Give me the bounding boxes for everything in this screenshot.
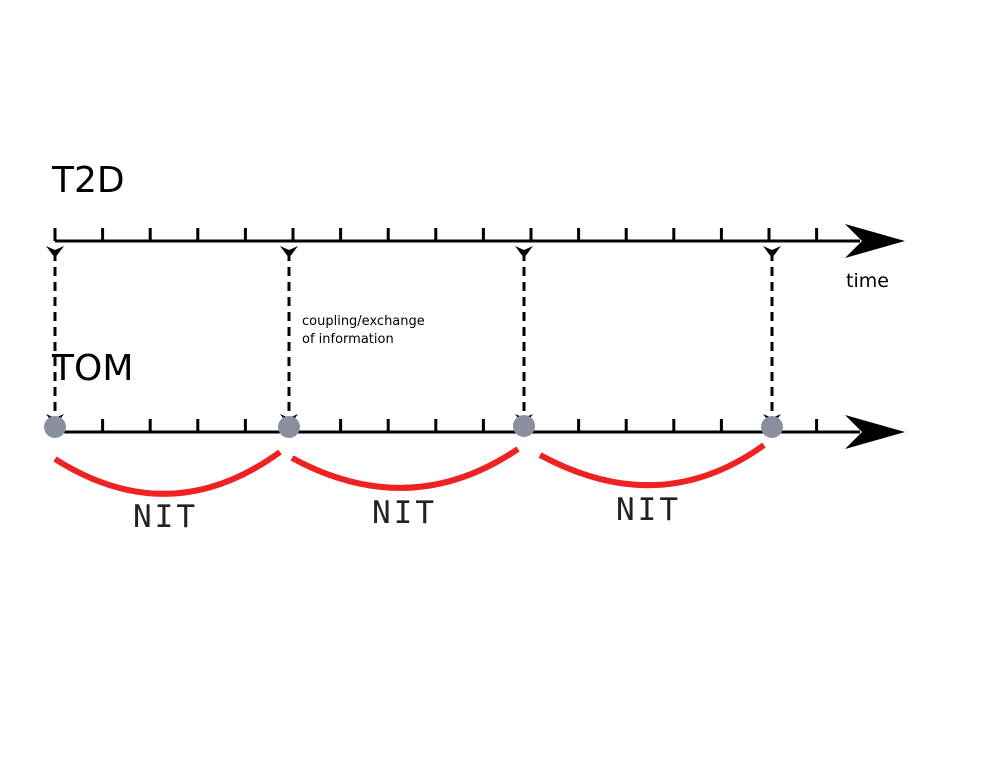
- coupling-note-line-2: of information: [302, 332, 394, 347]
- coupling-point-2: [278, 416, 300, 438]
- coupling-note-line-1: coupling/exchange: [302, 314, 425, 329]
- coupling-point-1: [44, 416, 66, 438]
- nit-arc-3: [538, 442, 766, 489]
- nit-label-3: NIT: [616, 492, 681, 528]
- nit-arc-2: [290, 446, 520, 491]
- t2d-label: T2D: [51, 160, 125, 201]
- coupling-arrows: [46, 246, 781, 426]
- time-axis-label: time: [846, 270, 889, 292]
- coupling-point-3: [513, 415, 535, 437]
- coupling-point-4: [761, 416, 783, 438]
- nit-interval-arcs: [53, 442, 766, 497]
- tom-axis-arrowhead: [845, 415, 905, 449]
- tom-label: TOM: [51, 348, 133, 389]
- t2d-axis-arrowhead: [845, 224, 905, 258]
- nit-label-1: NIT: [133, 499, 198, 535]
- tom-axis-ticks: [53, 419, 819, 432]
- nit-arc-1: [53, 449, 282, 497]
- t2d-axis: [53, 224, 905, 258]
- coupling-points: [44, 415, 783, 438]
- t2d-axis-ticks: [53, 228, 819, 241]
- nit-label-2: NIT: [372, 495, 437, 531]
- tom-axis: [53, 415, 905, 449]
